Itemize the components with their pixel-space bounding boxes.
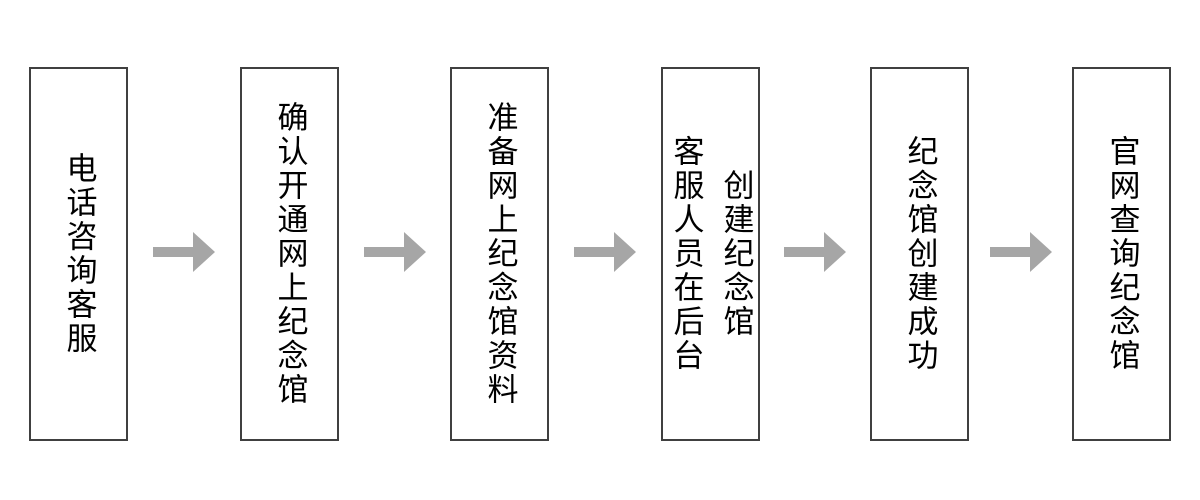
flow-step-6-label: 官网查询纪念馆 — [1104, 135, 1140, 373]
arrow-right-shape — [153, 232, 215, 272]
flow-step-2: 确认开通网上纪念馆 — [240, 67, 339, 441]
flow-step-3-label: 准备网上纪念馆资料 — [482, 101, 518, 407]
flow-step-5: 纪念馆创建成功 — [870, 67, 969, 441]
arrow-right-icon — [364, 232, 426, 272]
arrow-right-shape — [990, 232, 1052, 272]
flow-step-4: 客服人员在后台 创建纪念馆 — [661, 67, 760, 441]
flow-step-3: 准备网上纪念馆资料 — [450, 67, 549, 441]
flow-step-1: 电话咨询客服 — [29, 67, 128, 441]
flow-step-1-label: 电话咨询客服 — [61, 152, 97, 356]
arrow-right-shape — [364, 232, 426, 272]
arrow-right-shape — [574, 232, 636, 272]
flow-step-4-label: 客服人员在后台 创建纪念馆 — [668, 135, 754, 373]
arrow-right-shape — [784, 232, 846, 272]
arrow-right-icon — [784, 232, 846, 272]
flow-step-6: 官网查询纪念馆 — [1072, 67, 1171, 441]
arrow-right-icon — [990, 232, 1052, 272]
arrow-right-icon — [574, 232, 636, 272]
flow-step-2-label: 确认开通网上纪念馆 — [272, 101, 308, 407]
flow-step-5-label: 纪念馆创建成功 — [902, 135, 938, 373]
arrow-right-icon — [153, 232, 215, 272]
